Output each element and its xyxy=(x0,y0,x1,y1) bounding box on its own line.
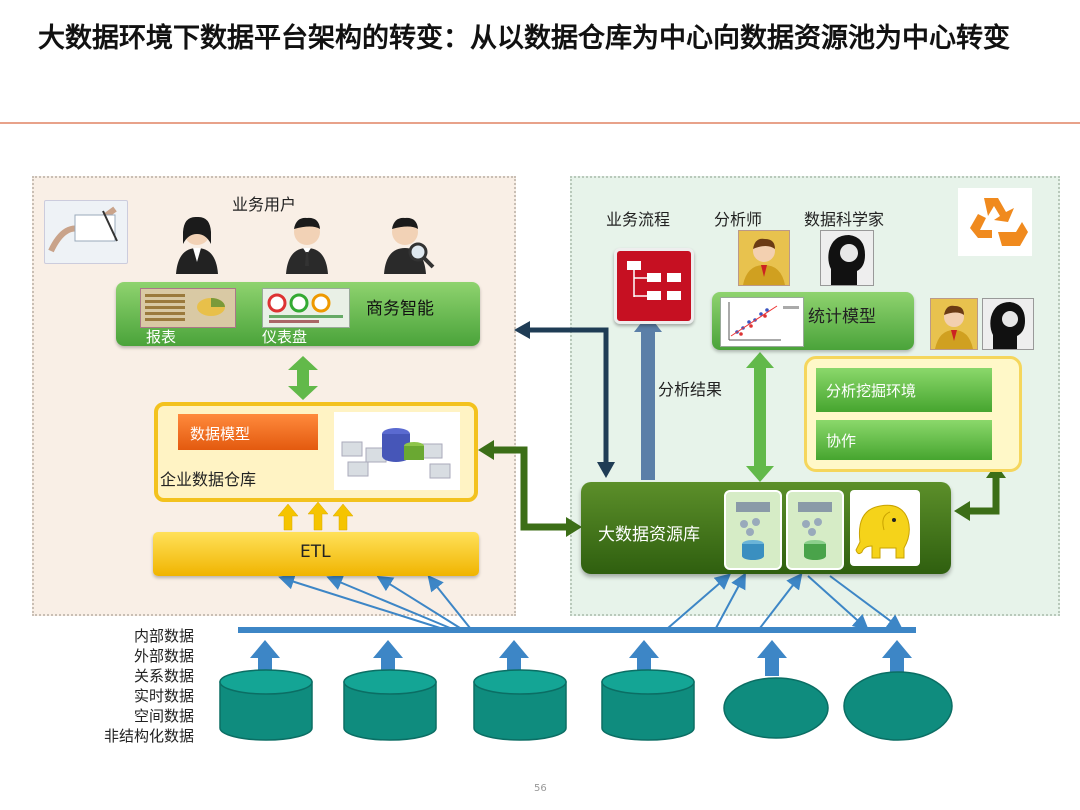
mining-environment-label: 分析挖掘环境 xyxy=(826,382,917,400)
analyst-label: 分析师 xyxy=(714,210,763,229)
business-process-label: 业务流程 xyxy=(606,210,671,229)
data-scientist-head-icon xyxy=(820,230,874,286)
etl-up-arrows xyxy=(277,501,354,531)
title-divider xyxy=(0,122,1080,124)
data-model-label: 数据模型 xyxy=(190,425,251,443)
recycle-icon xyxy=(958,188,1032,256)
data-model-block xyxy=(178,414,318,450)
server-node-icon xyxy=(724,490,782,570)
source-spatial: 空间数据 xyxy=(133,707,194,725)
database-cylinder-3 xyxy=(473,669,567,741)
page-number: 56 xyxy=(534,783,547,794)
source-realtime: 实时数据 xyxy=(133,687,194,705)
big-data-pool-label: 大数据资源库 xyxy=(598,525,700,545)
bi-dw-double-arrow xyxy=(288,356,318,400)
dw-pool-double-arrow xyxy=(492,446,568,531)
server-node-2-icon xyxy=(786,490,844,570)
stat-pool-double-arrow xyxy=(746,352,774,482)
stat-model-label: 统计模型 xyxy=(808,307,876,327)
data-scientist-head-small-icon xyxy=(982,298,1034,350)
collaboration-label: 协作 xyxy=(826,432,857,450)
pool-to-bi-arrow xyxy=(530,327,609,462)
database-cylinder-1 xyxy=(219,669,313,741)
bi-label: 商务智能 xyxy=(366,299,434,319)
hadoop-elephant-icon xyxy=(850,490,920,566)
report-label: 报表 xyxy=(146,328,177,346)
database-cylinder-4 xyxy=(601,669,695,741)
analysis-result-label: 分析结果 xyxy=(658,380,723,399)
data-source-bus xyxy=(238,627,916,633)
warehouse-cube-icon xyxy=(334,412,460,490)
report-thumbnail-icon xyxy=(140,288,236,328)
analyst-avatar-icon xyxy=(738,230,790,286)
unstructured-store-1 xyxy=(723,677,829,739)
source-up-arrows xyxy=(250,640,912,676)
source-databases xyxy=(219,669,953,741)
database-cylinder-2 xyxy=(343,669,437,741)
scatter-plot-icon xyxy=(720,297,804,347)
page-title: 大数据环境下数据平台架构的转变：从以数据仓库为中心向数据资源池为中心转变 xyxy=(38,23,1010,54)
mining-environment-bar xyxy=(816,368,992,412)
enterprise-dw-label: 企业数据仓库 xyxy=(160,470,257,489)
user-female-icon xyxy=(172,214,222,278)
mining-env-return-arrow xyxy=(968,476,1000,515)
user-male-icon xyxy=(282,214,332,278)
data-source-legend: 内部数据 外部数据 关系数据 实时数据 空间数据 非结构化数据 xyxy=(80,626,194,746)
etl-block xyxy=(153,532,479,576)
dashboard-label: 仪表盘 xyxy=(262,328,308,346)
unstructured-store-2 xyxy=(843,671,953,741)
source-relational: 关系数据 xyxy=(133,667,194,685)
analyst-avatar-small-icon xyxy=(930,298,978,350)
dashboard-thumbnail-icon xyxy=(262,288,350,328)
hand-drawing-icon xyxy=(44,200,128,264)
etl-label: ETL xyxy=(300,542,331,562)
source-unstructured: 非结构化数据 xyxy=(103,727,194,745)
business-process-flow-icon xyxy=(614,248,694,324)
source-external: 外部数据 xyxy=(133,647,194,665)
data-scientist-label: 数据科学家 xyxy=(804,210,885,229)
user-analyst-magnifier-icon xyxy=(380,214,436,278)
collaboration-bar xyxy=(816,420,992,460)
business-users-label: 业务用户 xyxy=(232,195,297,214)
source-internal: 内部数据 xyxy=(133,627,194,645)
